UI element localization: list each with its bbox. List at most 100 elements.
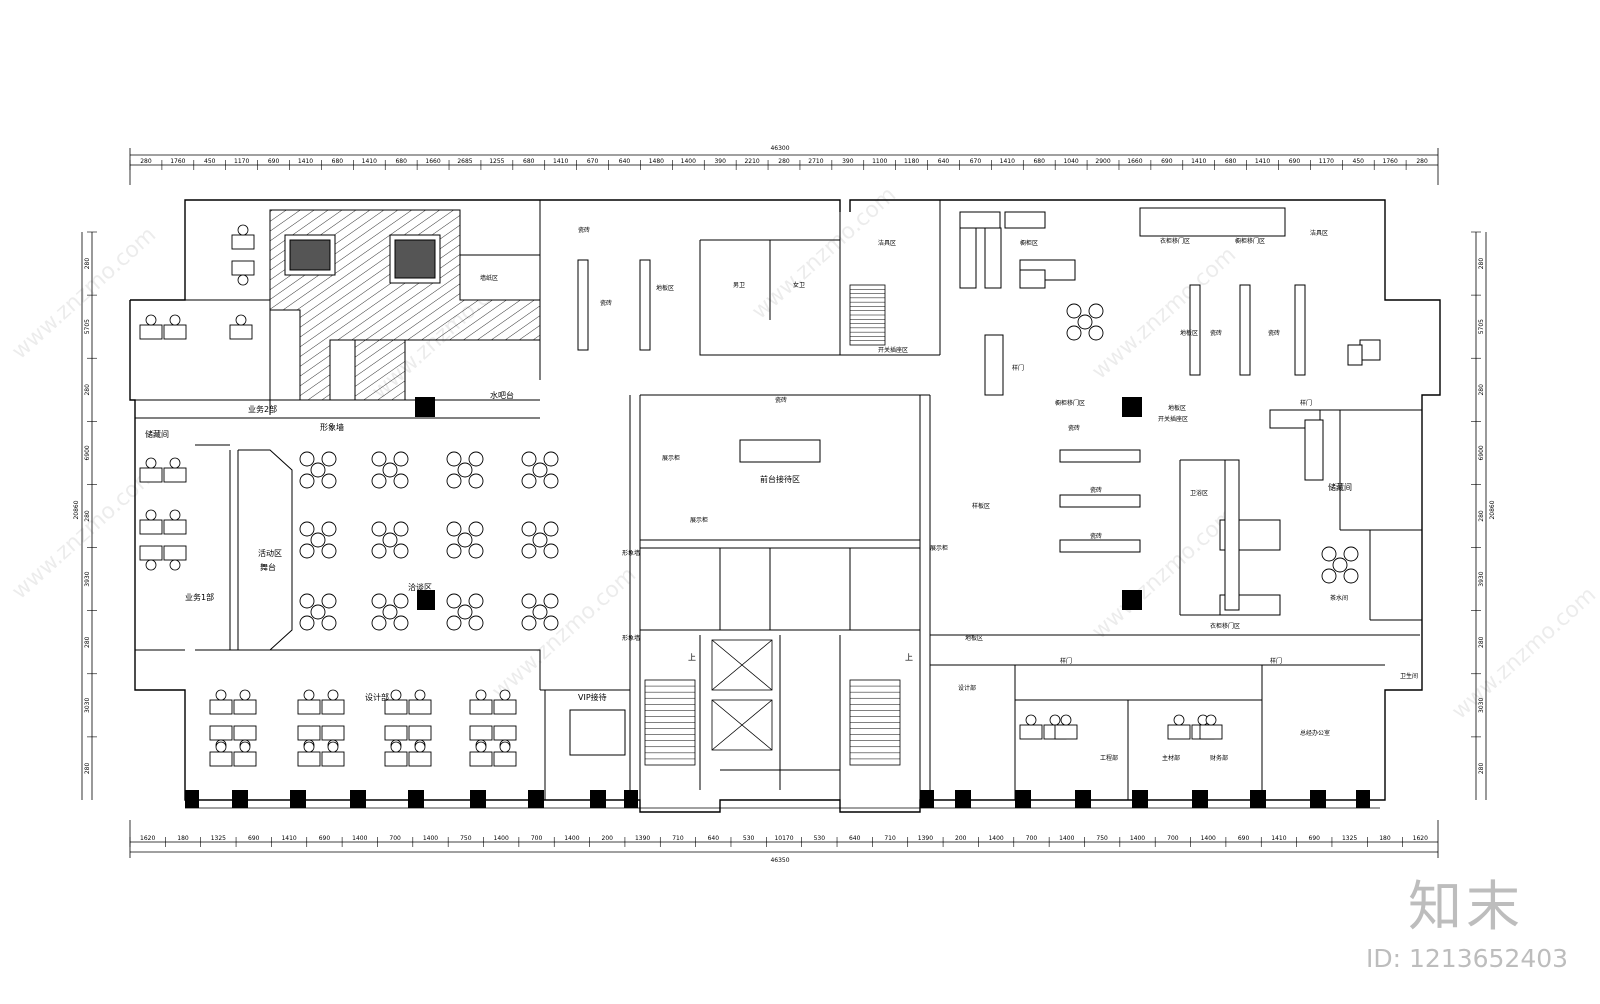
desk [384, 751, 408, 767]
dimension-label: 700 [389, 835, 401, 842]
dimension-label: 1480 [649, 158, 664, 165]
room-label-floor-2: 地板区 [965, 634, 983, 642]
dimension-label: 690 [1289, 158, 1301, 165]
desk [408, 699, 432, 715]
desk [209, 725, 233, 741]
chair [414, 741, 426, 753]
dimension-label: 10170 [774, 835, 793, 842]
chair [393, 615, 409, 631]
room-label-floor-4: 地板区 [1180, 329, 1198, 337]
chair [299, 521, 315, 537]
dimension-label: 1410 [1255, 158, 1270, 165]
chair [299, 543, 315, 559]
dimension-label: 1325 [1342, 835, 1357, 842]
chair [321, 473, 337, 489]
chair [303, 689, 315, 701]
chair [169, 457, 181, 469]
dimension-label: 700 [531, 835, 543, 842]
chair [414, 689, 426, 701]
dimension-label: 1400 [988, 835, 1003, 842]
desk [209, 699, 233, 715]
room-label-tile-3: 瓷砖 [1090, 486, 1102, 494]
chair [237, 274, 249, 286]
round-table [299, 521, 337, 559]
room-label-bath: 卫浴区 [1190, 489, 1208, 497]
desk [233, 751, 257, 767]
desk [233, 725, 257, 741]
round-table [371, 593, 409, 631]
round-table [521, 593, 559, 631]
chair [393, 543, 409, 559]
desk [163, 324, 187, 340]
display-rails [569, 259, 1306, 756]
round-tables [299, 303, 1359, 631]
chair [446, 521, 462, 537]
desk [469, 725, 493, 741]
chair [543, 473, 559, 489]
room-label-image-wall-2: 形象墙 [622, 549, 640, 557]
desk [231, 234, 255, 250]
chair [468, 615, 484, 631]
round-table [299, 451, 337, 489]
chair [543, 521, 559, 537]
display-cabinets [959, 207, 1381, 616]
chair [1049, 714, 1061, 726]
room-label-women-wc: 女卫 [793, 281, 805, 289]
workstation-cluster [1199, 714, 1223, 740]
dimension-label: 280 [1416, 158, 1428, 165]
dimension-label: 690 [268, 158, 280, 165]
dimension-label: 750 [460, 835, 472, 842]
chair [321, 593, 337, 609]
dimension-label: 710 [884, 835, 896, 842]
chair [1066, 325, 1082, 341]
dimension-label: 2710 [808, 158, 823, 165]
round-table [446, 593, 484, 631]
room-label-tile-7: 瓷砖 [1210, 329, 1222, 337]
room-label-cabinet-door: 橱柜移门区 [1235, 237, 1265, 245]
chair [543, 451, 559, 467]
round-table [446, 451, 484, 489]
desk [493, 725, 517, 741]
dimension-label: 1390 [918, 835, 933, 842]
room-labels: 业务2部 储藏间 业务1部 形象墙 水吧台 活动区 舞台 洽谈区 设计部 VIP… [145, 226, 1418, 762]
chair [543, 543, 559, 559]
chair [393, 521, 409, 537]
dimension-label: 280 [84, 384, 91, 396]
dimension-label: 1660 [1127, 158, 1142, 165]
chair [371, 451, 387, 467]
dimension-label: 640 [938, 158, 950, 165]
chair [468, 521, 484, 537]
chair [327, 741, 339, 753]
dimension-label: 680 [332, 158, 344, 165]
chair [393, 473, 409, 489]
desk [297, 699, 321, 715]
chair [1343, 568, 1359, 584]
desk [408, 751, 432, 767]
dimension-label: 280 [140, 158, 152, 165]
chair [321, 451, 337, 467]
dimension-label: 6900 [1478, 445, 1485, 460]
chair [1025, 714, 1037, 726]
room-label-sample-panel: 样板区 [972, 502, 990, 510]
desk [408, 725, 432, 741]
round-table [446, 521, 484, 559]
room-label-sample-door-2: 样门 [1270, 657, 1282, 665]
room-label-showcase-2: 展示柜 [690, 516, 708, 524]
desk [139, 519, 163, 535]
workstation-cluster [1054, 714, 1078, 740]
dimension-label: 670 [970, 158, 982, 165]
workstation-cluster [229, 314, 253, 340]
chair [1205, 714, 1217, 726]
desk [139, 545, 163, 561]
chair [299, 593, 315, 609]
dimension-label: 680 [523, 158, 535, 165]
chair [468, 593, 484, 609]
chair [371, 543, 387, 559]
dimension-label: 700 [1167, 835, 1179, 842]
workstation-cluster [231, 224, 255, 286]
watermark-text: www.znzmo.com [7, 222, 161, 364]
chair [145, 314, 157, 326]
stair-up-right: 上 [905, 653, 913, 662]
chair [521, 521, 537, 537]
